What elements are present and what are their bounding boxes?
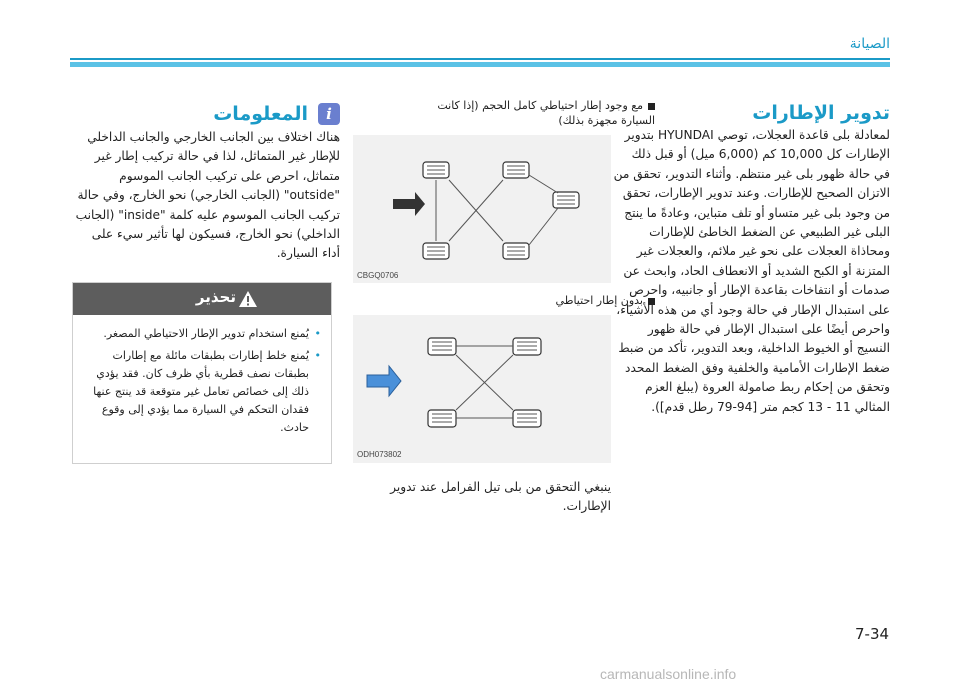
figure2-caption-text: بدون إطار احتياطي (555, 294, 643, 307)
figure1-caption-text: مع وجود إطار احتياطي كامل الحجم (إذا كان… (437, 99, 655, 127)
information-title: المعلومات (213, 103, 308, 125)
warning-item-text: يُمنع خلط إطارات بطبقات مائلة مع إطارات … (93, 349, 309, 434)
tire-rotation-body: لمعادلة بلى قاعدة العجلات، توصي HYUNDAI … (613, 128, 890, 414)
tire-rotation-heading: تدوير الإطارات (752, 102, 890, 124)
header-bar (70, 62, 890, 67)
warning-box: تحذير • يُمنع استخدام تدوير الإطار الاحتي… (72, 282, 332, 464)
bullet-icon: • (314, 349, 322, 362)
warning-header: تحذير (73, 283, 331, 315)
warning-item-text: يُمنع استخدام تدوير الإطار الاحتياطي الم… (103, 327, 309, 340)
brake-pad-note: ينبغي التحقق من بلى تيل الفرامل عند تدوي… (390, 480, 611, 514)
figure2-caption: بدون إطار احتياطي (425, 293, 655, 308)
square-bullet-icon (648, 297, 655, 305)
warning-triangle-icon (239, 291, 257, 307)
warning-list: • يُمنع استخدام تدوير الإطار الاحتياطي ال… (83, 325, 321, 441)
figure2-code: ODH073802 (357, 450, 402, 459)
warning-title: تحذير (195, 288, 236, 306)
list-item: • يُمنع خلط إطارات بطبقات مائلة مع إطارات… (83, 347, 321, 437)
section-title: الصيانة (849, 36, 890, 52)
rotation-diagram-no-spare (353, 315, 611, 463)
info-icon: i (318, 103, 340, 125)
bullet-icon: • (314, 327, 322, 340)
list-item: • يُمنع استخدام تدوير الإطار الاحتياطي ال… (83, 325, 321, 343)
information-header: i المعلومات (72, 101, 340, 127)
information-body: هناك اختلاف بين الجانب الخارجي والجانب ا… (75, 130, 340, 261)
square-bullet-icon (648, 102, 655, 110)
figure1-code: CBGQ0706 (357, 271, 399, 280)
watermark: carmanualsonline.info (600, 666, 737, 682)
header-rule (70, 58, 890, 60)
rotation-diagram-full-spare (353, 135, 611, 283)
page-number: 7-34 (855, 625, 890, 643)
figure1-caption: مع وجود إطار احتياطي كامل الحجم (إذا كان… (425, 98, 655, 128)
